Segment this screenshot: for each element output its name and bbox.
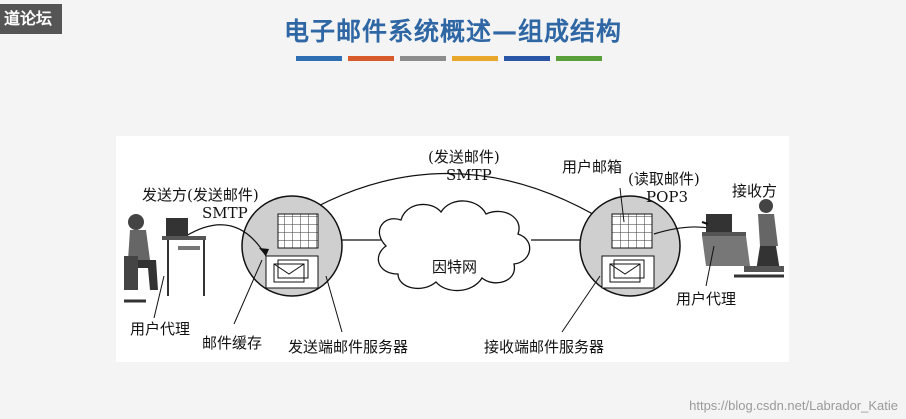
watermark: https://blog.csdn.net/Labrador_Katie [689, 398, 898, 413]
label-top: (发送邮件) [428, 148, 500, 166]
color-bar-1 [296, 56, 342, 61]
label-left-agent: 用户代理 [130, 320, 191, 338]
label-sender: 发送方(发送邮件) [142, 186, 259, 204]
color-bar-3 [400, 56, 446, 61]
pointer-send-server [325, 275, 343, 333]
label-internet: 因特网 [432, 258, 478, 276]
logo: 道论坛 [0, 4, 63, 34]
label-receiver: 接收方 [732, 182, 778, 200]
color-bar-6 [556, 56, 602, 61]
logo-text: 道论坛 [4, 9, 53, 28]
pointer-right-agent [705, 245, 715, 287]
label-top-protocol: SMTP [446, 166, 492, 184]
receiver-person-icon [701, 199, 784, 278]
send-server-node [241, 195, 343, 297]
diagram-panel: (发送邮件) SMTP 用户邮箱 (读取邮件) POP3 接收方 发送方(发送邮… [116, 136, 789, 362]
color-bar-2 [348, 56, 394, 61]
sender-smtp-arrow [185, 224, 267, 257]
pointer-mail-cache [233, 259, 263, 325]
color-bar-4 [452, 56, 498, 61]
label-read: (读取邮件) [628, 170, 700, 188]
label-send-server: 发送端邮件服务器 [288, 338, 409, 356]
top-arc [275, 172, 622, 232]
label-sender-protocol: SMTP [202, 204, 248, 222]
recv-server-node [579, 195, 681, 297]
pointer-left-agent [153, 275, 165, 319]
pointer-recv-server [561, 275, 601, 333]
label-recv-server: 接收端邮件服务器 [484, 338, 605, 356]
page-title: 电子邮件系统概述—组成结构 [283, 17, 622, 46]
pointer-mailbox [619, 187, 625, 223]
label-mail-cache: 邮件缓存 [202, 334, 263, 352]
sender-person-icon [124, 214, 206, 303]
label-right-agent: 用户代理 [676, 290, 737, 308]
label-mailbox: 用户邮箱 [562, 158, 623, 176]
internet-cloud [377, 200, 531, 292]
color-bar-5 [504, 56, 550, 61]
diagram-svg [124, 172, 784, 333]
sender-smtp-arrowhead [259, 248, 269, 256]
label-read-protocol: POP3 [646, 188, 689, 206]
